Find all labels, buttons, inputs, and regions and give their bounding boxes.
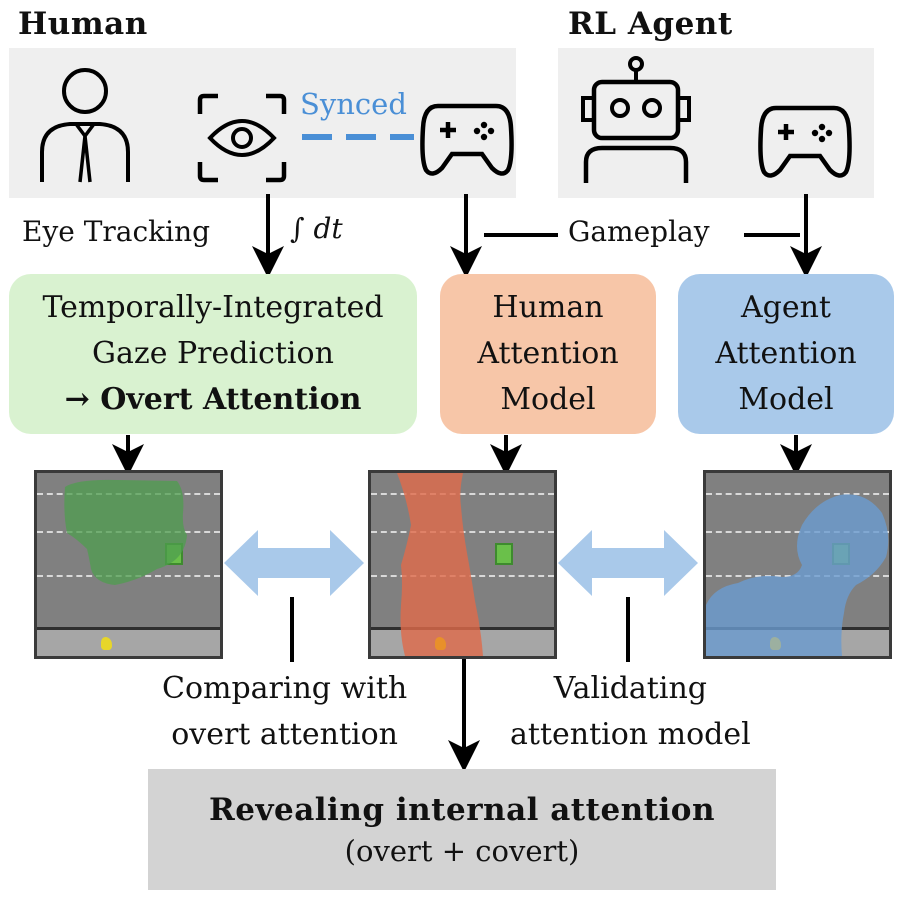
comparing-line1: Comparing with — [162, 671, 408, 706]
agent-attention-box: Agent Attention Model — [678, 274, 894, 434]
integral-label: ∫ dt — [290, 212, 343, 245]
synced-connector — [302, 134, 414, 140]
green-attention-map — [64, 479, 187, 585]
chicken-sprite — [435, 637, 446, 650]
gaze-line3: → Overt Attention — [42, 377, 383, 423]
validate-double-arrow — [558, 530, 698, 596]
chicken-sprite — [770, 637, 781, 650]
agent-attn-line3: Model — [738, 382, 834, 417]
game-frame-human — [368, 470, 557, 659]
game-frame-agent — [703, 470, 892, 659]
chicken-sprite — [101, 637, 112, 650]
person-icon — [40, 68, 130, 183]
arrow-glyph: → — [64, 382, 90, 417]
human-attention-box: Human Attention Model — [440, 274, 656, 434]
gamepad-icon — [420, 103, 514, 176]
validating-label: Validating attention model — [510, 666, 751, 758]
agent-attn-line1: Agent — [740, 290, 831, 325]
human-attn-line2: Attention — [477, 336, 619, 371]
human-attn-line3: Model — [500, 382, 596, 417]
eye-tracking-icon — [197, 93, 287, 183]
robot-icon — [581, 56, 691, 183]
human-title: Human — [18, 6, 148, 42]
validating-line2: attention model — [510, 717, 751, 752]
agent-panel — [558, 48, 874, 198]
gaze-line2: Gaze Prediction — [92, 336, 334, 371]
validating-line1: Validating — [553, 671, 707, 706]
compare-double-arrow — [224, 530, 364, 596]
result-subtitle: (overt + covert) — [344, 833, 580, 868]
gameplay-label: Gameplay — [568, 215, 710, 248]
eye-tracking-label: Eye Tracking — [22, 215, 211, 248]
gaze-line1: Temporally-Integrated — [42, 290, 384, 325]
overt-attention-label: Overt Attention — [100, 382, 362, 417]
human-attn-line1: Human — [492, 290, 604, 325]
game-frame-overt — [34, 470, 223, 659]
car-sprite — [495, 543, 513, 565]
result-box: Revealing internal attention (overt + co… — [148, 769, 776, 890]
gaze-prediction-box: Temporally-Integrated Gaze Prediction → … — [9, 274, 417, 434]
comparing-label: Comparing with overt attention — [162, 666, 407, 758]
agent-attn-line2: Attention — [715, 336, 857, 371]
comparing-line2: overt attention — [171, 717, 398, 752]
red-attention-map — [397, 473, 483, 656]
agent-title: RL Agent — [568, 6, 733, 42]
result-title: Revealing internal attention — [208, 791, 716, 828]
blue-attention-map — [706, 494, 889, 656]
gamepad-icon — [758, 105, 852, 178]
synced-label: Synced — [300, 87, 407, 121]
